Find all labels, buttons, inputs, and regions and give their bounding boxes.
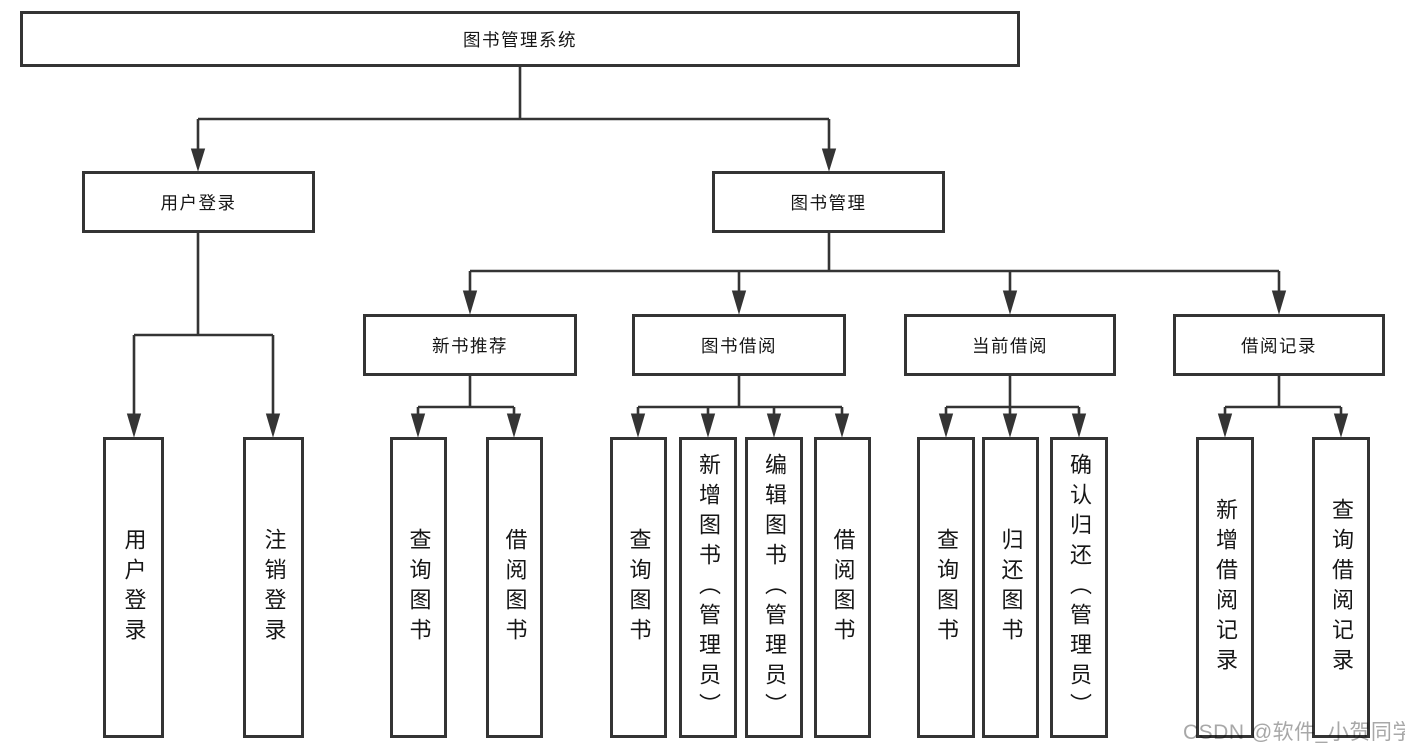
connector-borrow-records-to-leaves (1217, 376, 1349, 438)
leaf-confirm-return-admin: 确认归还（管理员） (1050, 437, 1108, 738)
node-current-borrow: 当前借阅 (904, 314, 1116, 376)
leaf-add-borrow-record: 新增借阅记录 (1196, 437, 1254, 738)
leaf-label: 归还图书 (998, 527, 1024, 648)
leaf-label: 查询图书 (626, 527, 652, 648)
leaf-label: 新增图书（管理员） (696, 452, 721, 723)
leaf-borrow-books-recommend: 借阅图书 (486, 437, 543, 738)
node-borrow-records: 借阅记录 (1173, 314, 1385, 376)
leaf-logout: 注销登录 (243, 437, 304, 738)
node-new-book-recommend: 新书推荐 (363, 314, 577, 376)
leaf-label: 借阅图书 (502, 527, 528, 648)
arrow-down-icon (462, 290, 478, 315)
leaf-query-books-borrow: 查询图书 (610, 437, 667, 738)
connector-root-to-level2 (190, 67, 837, 172)
leaf-label: 编辑图书（管理员） (762, 452, 787, 723)
connector-user-login-to-leaves (126, 233, 281, 438)
node-user-login: 用户登录 (82, 171, 315, 233)
arrow-down-icon (1002, 413, 1018, 438)
connector-new-book-recommend-to-leaves (410, 376, 522, 438)
arrow-down-icon (630, 413, 646, 438)
leaf-borrow-books: 借阅图书 (814, 437, 871, 738)
leaf-label: 注销登录 (261, 527, 287, 648)
arrow-down-icon (1217, 413, 1233, 438)
arrow-down-icon (766, 413, 782, 438)
leaf-return-books: 归还图书 (982, 437, 1039, 738)
arrow-down-icon (1002, 290, 1018, 315)
node-library-system: 图书管理系统 (20, 11, 1020, 67)
leaf-add-books-admin: 新增图书（管理员） (679, 437, 737, 738)
leaf-label: 借阅图书 (830, 527, 856, 648)
leaf-label: 查询图书 (406, 527, 432, 648)
connector-book-borrow-to-leaves (630, 376, 850, 438)
arrow-down-icon (126, 413, 142, 438)
leaf-label: 查询借阅记录 (1329, 497, 1354, 678)
arrow-down-icon (700, 413, 716, 438)
arrow-down-icon (731, 290, 747, 315)
leaf-label: 新增借阅记录 (1213, 497, 1238, 678)
leaf-label: 确认归还（管理员） (1067, 452, 1092, 723)
leaf-edit-books-admin: 编辑图书（管理员） (745, 437, 803, 738)
connector-current-borrow-to-leaves (938, 376, 1087, 438)
leaf-query-books-current: 查询图书 (917, 437, 975, 738)
leaf-label: 用户登录 (121, 527, 147, 648)
leaf-query-books-recommend: 查询图书 (390, 437, 447, 738)
arrow-down-icon (821, 148, 837, 172)
arrow-down-icon (506, 413, 522, 438)
leaf-label: 查询图书 (934, 527, 959, 648)
arrow-down-icon (410, 413, 426, 438)
arrow-down-icon (1271, 290, 1287, 315)
csdn-watermark: CSDN @软件_小贺同学 (1183, 721, 1405, 744)
arrow-down-icon (1333, 413, 1349, 438)
arrow-down-icon (1071, 413, 1087, 438)
node-book-borrow: 图书借阅 (632, 314, 846, 376)
leaf-query-borrow-record: 查询借阅记录 (1312, 437, 1370, 738)
node-book-management: 图书管理 (712, 171, 945, 233)
leaf-user-login: 用户登录 (103, 437, 164, 738)
arrow-down-icon (190, 148, 206, 172)
arrow-down-icon (265, 413, 281, 438)
connector-book-management-to-level3 (462, 233, 1287, 315)
arrow-down-icon (834, 413, 850, 438)
arrow-down-icon (938, 413, 954, 438)
